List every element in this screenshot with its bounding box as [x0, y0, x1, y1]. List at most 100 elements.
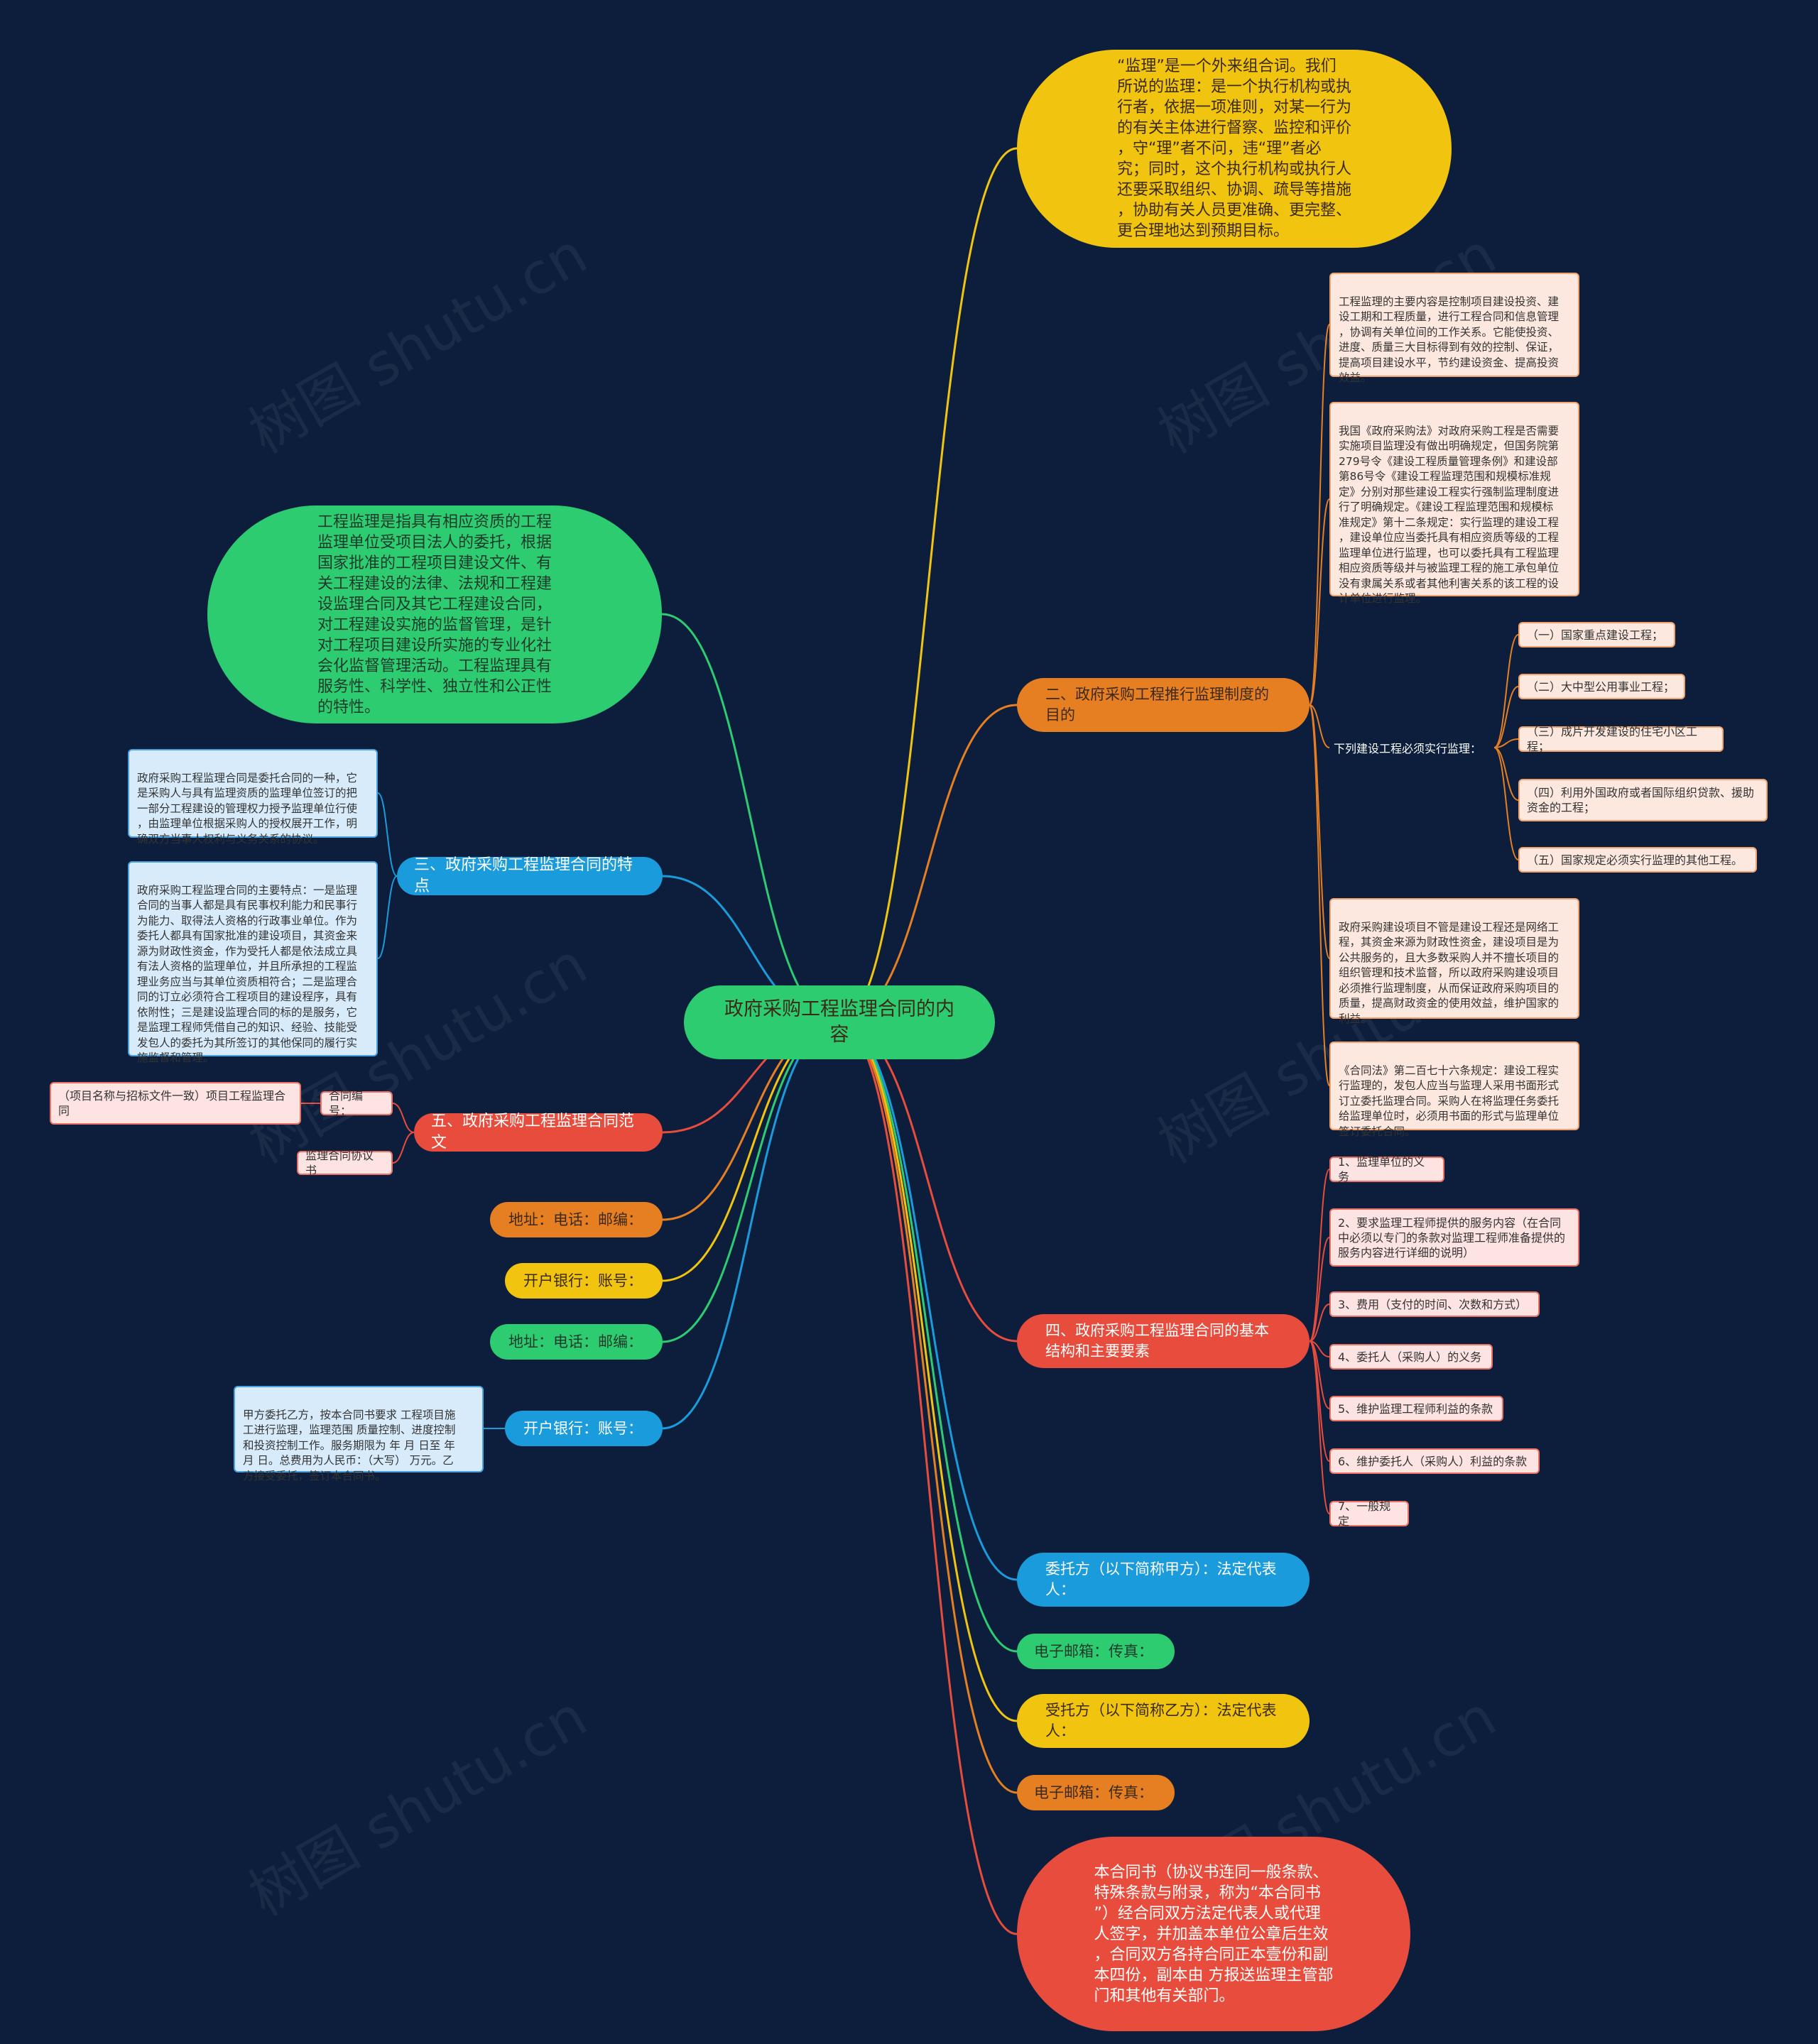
characteristics-detail-2-text: 政府采购工程监理合同的主要特点：一是监理 合同的当事人都是具有民事权利能力和民事… — [137, 883, 358, 1065]
root-topic-label: 政府采购工程监理合同的内容 — [724, 998, 954, 1046]
structure-item-4: 4、委托人（采购人）的义务 — [1329, 1344, 1493, 1370]
purpose-detail-4-text: 《合同法》第二百七十六条规定：建设工程实 行监理的，发包人应当与监理人采用书面形… — [1339, 1064, 1560, 1138]
connector-line — [377, 875, 398, 959]
connector-line — [1493, 738, 1519, 748]
structure-item-1-text: 1、监理单位的义务 — [1338, 1155, 1425, 1184]
email-2-topic[interactable]: 电子邮箱：传真： — [1017, 1775, 1175, 1810]
structure-topic[interactable]: 四、政府采购工程监理合同的基本结构和主要要素 — [1017, 1314, 1310, 1368]
sample-label: 五、政府采购工程监理合同范文 — [431, 1113, 635, 1152]
required-item-2-text: （二）大中型公用事业工程； — [1527, 679, 1675, 694]
characteristics-detail-2: 政府采购工程监理合同的主要特点：一是监理 合同的当事人都是具有民事权利能力和民事… — [128, 861, 378, 1064]
structure-item-2-text: 2、要求监理工程师提供的服务内容（在合同 中必须以专门的条款对监理工程师准备提供… — [1338, 1215, 1566, 1259]
structure-item-5: 5、维护监理工程师利益的条款 — [1329, 1396, 1503, 1421]
characteristics-detail-1-text: 政府采购工程监理合同是委托合同的一种，它 是采购人与具有监理资质的监理单位签订的… — [137, 771, 358, 846]
project-name: （项目名称与招标文件一致）项目工程监理合 同 — [50, 1082, 301, 1125]
connector-line — [839, 1021, 1018, 1935]
closing-text: 本合同书（协议书连同一般条款、 特殊条款与附录，称为“本合同书 ”）经合同双方法… — [1094, 1863, 1334, 2005]
bank-2-detail: 甲方委托乙方，按本合同书要求 工程项目施 工进行监理，监理范围 质量控制、进度控… — [234, 1386, 484, 1482]
connector-line — [1309, 1340, 1330, 1514]
structure-item-2: 2、要求监理工程师提供的服务内容（在合同 中必须以专门的条款对监理工程师准备提供… — [1329, 1208, 1579, 1267]
structure-item-1: 1、监理单位的义务 — [1329, 1155, 1444, 1184]
required-label-text: 下列建设工程必须实行监理： — [1334, 742, 1482, 755]
bank-1-topic[interactable]: 开户银行：账号： — [505, 1263, 663, 1299]
connector-line — [839, 147, 1018, 1024]
connector-line — [392, 1103, 415, 1133]
connector-line — [392, 1132, 415, 1164]
required-item-4-text: （四）利用外国政府或者国际组织贷款、援助 资金的工程； — [1527, 786, 1755, 814]
connector-line — [1309, 1304, 1330, 1342]
bank-1-label: 开户银行：账号： — [523, 1272, 643, 1289]
sample-topic[interactable]: 五、政府采购工程监理合同范文 — [414, 1113, 663, 1152]
connector-line — [1493, 634, 1519, 748]
required-item-1: （一）国家重点建设工程； — [1518, 622, 1675, 647]
bank-2-topic[interactable]: 开户银行：账号： — [505, 1411, 663, 1446]
contractor-topic[interactable]: 受托方（以下简称乙方）：法定代表人： — [1017, 1694, 1310, 1748]
connector-line — [1309, 704, 1330, 959]
connector-line — [839, 1021, 1018, 1581]
contract-number-text: 合同编号： — [329, 1089, 364, 1117]
structure-item-6-text: 6、维护委托人（采购人）利益的条款 — [1338, 1454, 1528, 1468]
connector-line — [661, 1021, 840, 1282]
connector-line — [1493, 747, 1519, 801]
purpose-label: 二、政府采购工程推行监理制度的目的 — [1045, 686, 1269, 723]
purpose-detail-1: 工程监理的主要内容是控制项目建设投资、建 设工期和工程质量，进行工程合同和信息管… — [1329, 273, 1579, 384]
purpose-detail-2: 我国《政府采购法》对政府采购工程是否需要 实施项目监理没有做出明确规定，但国务院… — [1329, 402, 1579, 605]
address-2-topic[interactable]: 地址：电话：邮编： — [490, 1324, 663, 1360]
contract-number: 合同编号： — [320, 1089, 393, 1117]
structure-item-7: 7、一般规定 — [1329, 1499, 1409, 1528]
email-1-label: 电子邮箱：传真： — [1034, 1643, 1153, 1660]
structure-item-3: 3、费用（支付的时间、次数和方式） — [1329, 1291, 1540, 1317]
connector-line — [1309, 704, 1330, 748]
contractor-label: 受托方（以下简称乙方）：法定代表人： — [1045, 1702, 1277, 1739]
characteristics-detail-1: 政府采购工程监理合同是委托合同的一种，它 是采购人与具有监理资质的监理单位签订的… — [128, 749, 378, 846]
email-2-label: 电子邮箱：传真： — [1034, 1784, 1153, 1801]
intro-text: “监理”是一个外来组合词。我们 所说的监理：是一个执行机构或执 行者，依据一项准… — [1116, 58, 1351, 240]
connector-line — [1309, 704, 1330, 1086]
structure-item-3-text: 3、费用（支付的时间、次数和方式） — [1338, 1297, 1528, 1311]
closing-topic[interactable]: 本合同书（协议书连同一般条款、 特殊条款与附录，称为“本合同书 ”）经合同双方法… — [1017, 1837, 1410, 2031]
required-item-4: （四）利用外国政府或者国际组织贷款、援助 资金的工程； — [1518, 779, 1768, 821]
client-topic[interactable]: 委托方（以下简称甲方）：法定代表人： — [1017, 1553, 1310, 1607]
connector-line — [661, 1021, 840, 1343]
connector-line — [1309, 1169, 1330, 1342]
required-item-1-text: （一）国家重点建设工程； — [1527, 628, 1664, 642]
connector-line — [661, 1021, 840, 1430]
required-label: 下列建设工程必须实行监理： — [1329, 735, 1494, 760]
purpose-detail-1-text: 工程监理的主要内容是控制项目建设投资、建 设工期和工程质量，进行工程合同和信息管… — [1339, 295, 1560, 385]
connector-line — [1493, 747, 1519, 860]
connector-line — [839, 1021, 1018, 1653]
purpose-detail-2-text: 我国《政府采购法》对政府采购工程是否需要 实施项目监理没有做出明确规定，但国务院… — [1339, 424, 1560, 606]
structure-item-5-text: 5、维护监理工程师利益的条款 — [1338, 1401, 1493, 1416]
connector-line — [1493, 686, 1519, 748]
definition-text: 工程监理是指具有相应资质的工程 监理单位受项目法人的委托，根据 国家批准的工程项… — [317, 513, 552, 716]
structure-item-4-text: 4、委托人（采购人）的义务 — [1338, 1350, 1482, 1364]
connector-line — [377, 792, 398, 877]
email-1-topic[interactable]: 电子邮箱：传真： — [1017, 1634, 1175, 1669]
characteristics-topic[interactable]: 三、政府采购工程监理合同的特点 — [397, 856, 663, 895]
connector-line — [1309, 498, 1330, 706]
structure-item-6: 6、维护委托人（采购人）利益的条款 — [1329, 1448, 1540, 1474]
connector-line — [839, 1021, 1018, 1722]
connector-line — [839, 1021, 1018, 1794]
intro-topic[interactable]: “监理”是一个外来组合词。我们 所说的监理：是一个执行机构或执 行者，依据一项准… — [1017, 50, 1452, 248]
required-item-5: （五）国家规定必须实行监理的其他工程。 — [1518, 847, 1757, 873]
address-1-topic[interactable]: 地址：电话：邮编： — [490, 1202, 663, 1237]
purpose-topic[interactable]: 二、政府采购工程推行监理制度的目的 — [1017, 678, 1310, 732]
bank-2-detail-text: 甲方委托乙方，按本合同书要求 工程项目施 工进行监理，监理范围 质量控制、进度控… — [243, 1408, 456, 1482]
purpose-detail-4: 《合同法》第二百七十六条规定：建设工程实 行监理的，发包人应当与监理人采用书面形… — [1329, 1042, 1579, 1138]
required-item-5-text: （五）国家规定必须实行监理的其他工程。 — [1527, 853, 1743, 867]
connector-line — [839, 704, 1018, 1024]
connector-line — [1309, 324, 1330, 706]
connector-line — [1309, 1340, 1330, 1462]
project-name-text: （项目名称与招标文件一致）项目工程监理合 同 — [58, 1089, 286, 1117]
definition-topic[interactable]: 工程监理是指具有相应资质的工程 监理单位受项目法人的委托，根据 国家批准的工程项… — [207, 505, 662, 723]
root-topic[interactable]: 政府采购工程监理合同的内容 — [684, 985, 995, 1059]
required-item-3-text: （三）成片开发建设的住宅小区工程； — [1527, 725, 1698, 753]
address-2-label: 地址：电话：邮编： — [508, 1333, 643, 1350]
address-1-label: 地址：电话：邮编： — [508, 1211, 643, 1228]
purpose-detail-3: 政府采购建设项目不管是建设工程还是网络工 程，其资金来源为财政性资金，建设项目是… — [1329, 898, 1579, 1025]
connector-line — [1309, 1237, 1330, 1342]
characteristics-label: 三、政府采购工程监理合同的特点 — [414, 856, 633, 895]
connector-line — [661, 613, 840, 1024]
structure-item-7-text: 7、一般规定 — [1338, 1499, 1391, 1528]
